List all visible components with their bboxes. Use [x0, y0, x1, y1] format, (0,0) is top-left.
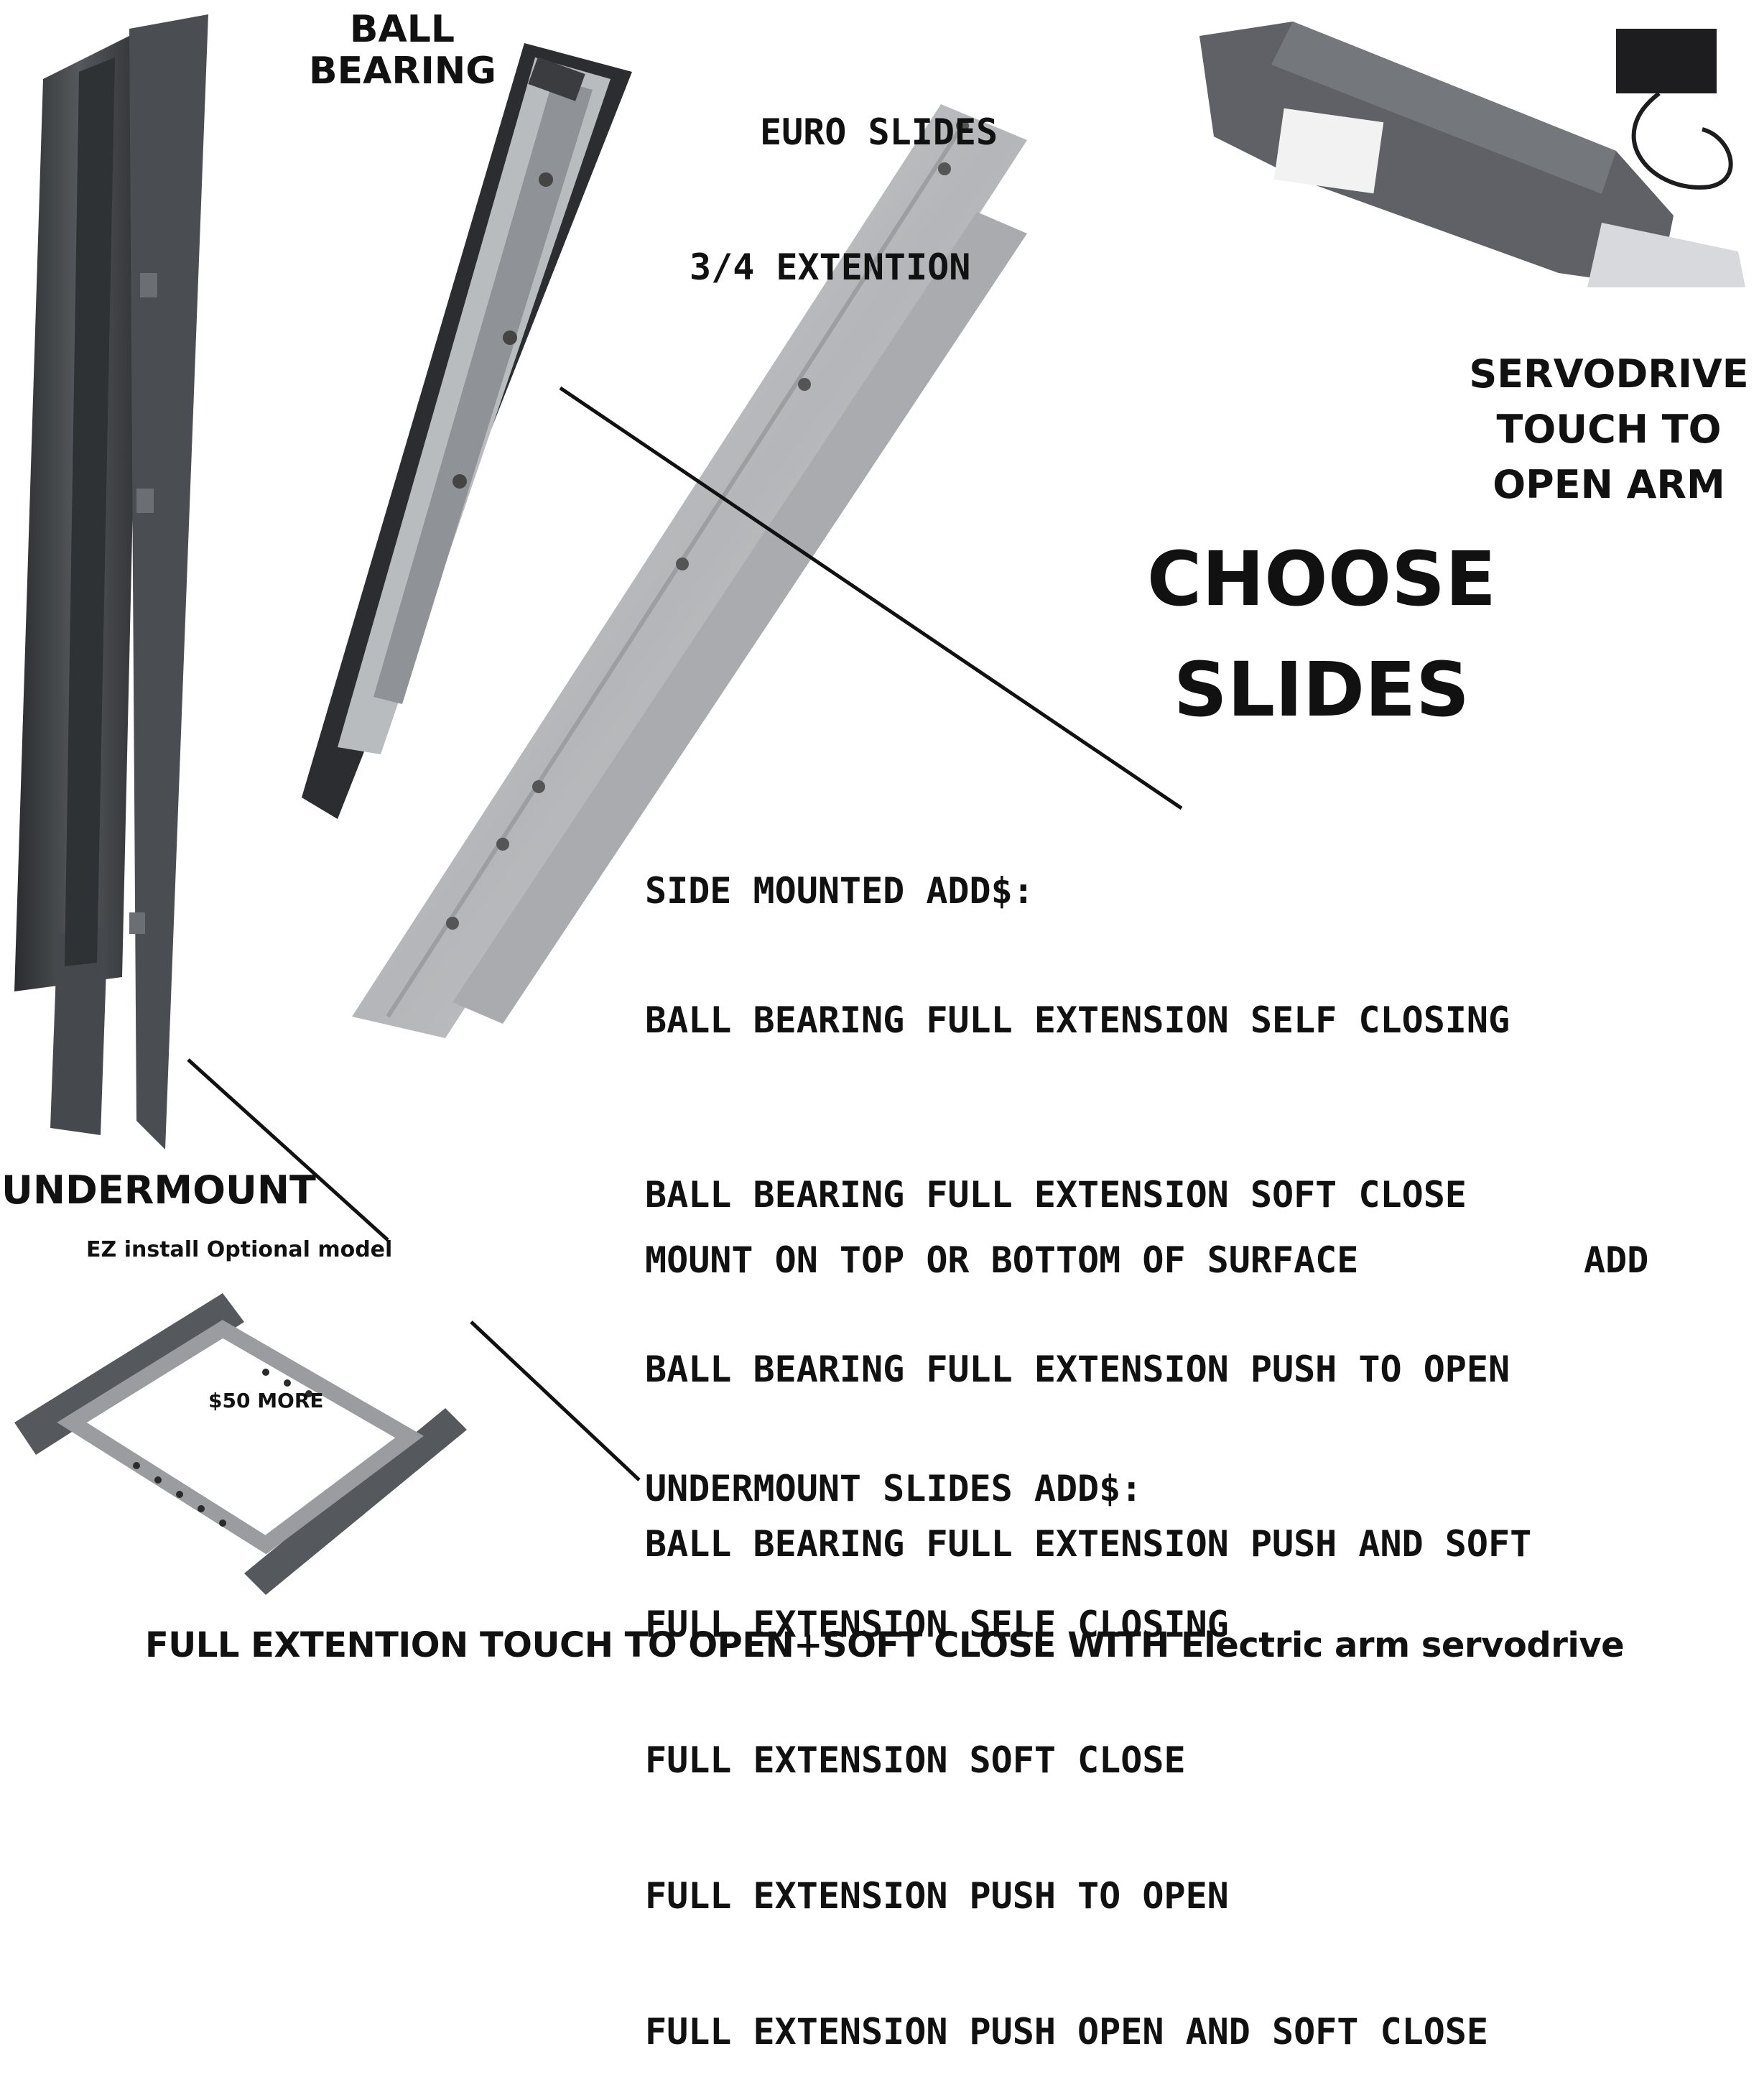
side-mounted-option-self-closing: BALL BEARING FULL EXTENSION SELF CLOSING — [645, 999, 1510, 1041]
servodrive-label-line2: TOUCH TO — [1496, 407, 1722, 453]
undermount-slides-header: UNDERMOUNT SLIDES ADD$: — [645, 1468, 1143, 1509]
euro-slide-photo — [345, 97, 1034, 1045]
choose-slides-heading: CHOOSE SLIDES — [1120, 524, 1523, 746]
side-mounted-option-push-to-open: BALL BEARING FULL EXTENSION PUSH TO OPEN — [645, 1349, 1510, 1390]
side-mounted-option-soft-close: BALL BEARING FULL EXTENSION SOFT CLOSE — [645, 1174, 1467, 1216]
pointer-line-undermount — [187, 1058, 389, 1241]
undermount-option-self-closing: FULL EXTENSION SELF CLOSING — [645, 1604, 1229, 1645]
undermount-slides-section: UNDERMOUNT SLIDES ADD$: FULL EXTENSION S… — [645, 1376, 1488, 2100]
side-mounted-option-push-and-soft: BALL BEARING FULL EXTENSION PUSH AND SOF… — [645, 1523, 1532, 1565]
footer-servodrive-option: FULL EXTENTION TOUCH TO OPEN+SOFT CLOSE … — [145, 1625, 1625, 1665]
fifty-more-price: $50 MORE — [208, 1389, 324, 1412]
euro-slides-label-line2: 3/4 EXTENTION — [690, 246, 971, 288]
pointer-line-side-mounted — [559, 386, 1183, 810]
undermount-option-soft-close: FULL EXTENSION SOFT CLOSE — [645, 1739, 1186, 1781]
servodrive-label: SERVODRIVE TOUCH TO OPEN ARM — [1465, 346, 1753, 513]
euro-slides-label-line1: EURO SLIDES — [760, 111, 998, 153]
undermount-option-push-to-open: FULL EXTENSION PUSH TO OPEN — [645, 1875, 1229, 1917]
undermount-slide-photo — [0, 0, 223, 1171]
servodrive-photo — [1156, 14, 1753, 302]
pointer-lines — [187, 386, 1183, 1481]
servodrive-label-line1: SERVODRIVE — [1469, 351, 1749, 397]
ball-bearing-label-line2: BEARING — [309, 50, 496, 93]
euro-slides-label: EURO SLIDES 3/4 EXTENTION — [690, 20, 998, 335]
ball-bearing-slide-photo — [294, 36, 639, 833]
mount-surface-add: ADD — [1584, 1239, 1649, 1281]
side-mounted-section: SIDE MOUNTED ADD$: BALL BEARING FULL EXT… — [645, 787, 1531, 1611]
choose-slides-heading-line2: SLIDES — [1173, 645, 1470, 734]
side-mounted-header: SIDE MOUNTED ADD$: — [645, 870, 1034, 912]
ball-bearing-label: BALL BEARING — [309, 8, 496, 93]
ball-bearing-label-line1: BALL — [349, 8, 455, 51]
choose-slides-heading-line1: CHOOSE — [1146, 535, 1497, 623]
undermount-label: UNDERMOUNT — [1, 1167, 316, 1213]
undermount-option-push-open-soft-close: FULL EXTENSION PUSH OPEN AND SOFT CLOSE — [645, 2011, 1488, 2053]
servodrive-label-line3: OPEN ARM — [1493, 462, 1725, 508]
ez-install-frame-photo — [7, 1279, 474, 1609]
ez-install-label: EZ install Optional model — [86, 1237, 393, 1262]
pointer-line-ez-install — [470, 1320, 641, 1481]
mount-surface-text: MOUNT ON TOP OR BOTTOM OF SURFACE — [645, 1239, 1359, 1281]
